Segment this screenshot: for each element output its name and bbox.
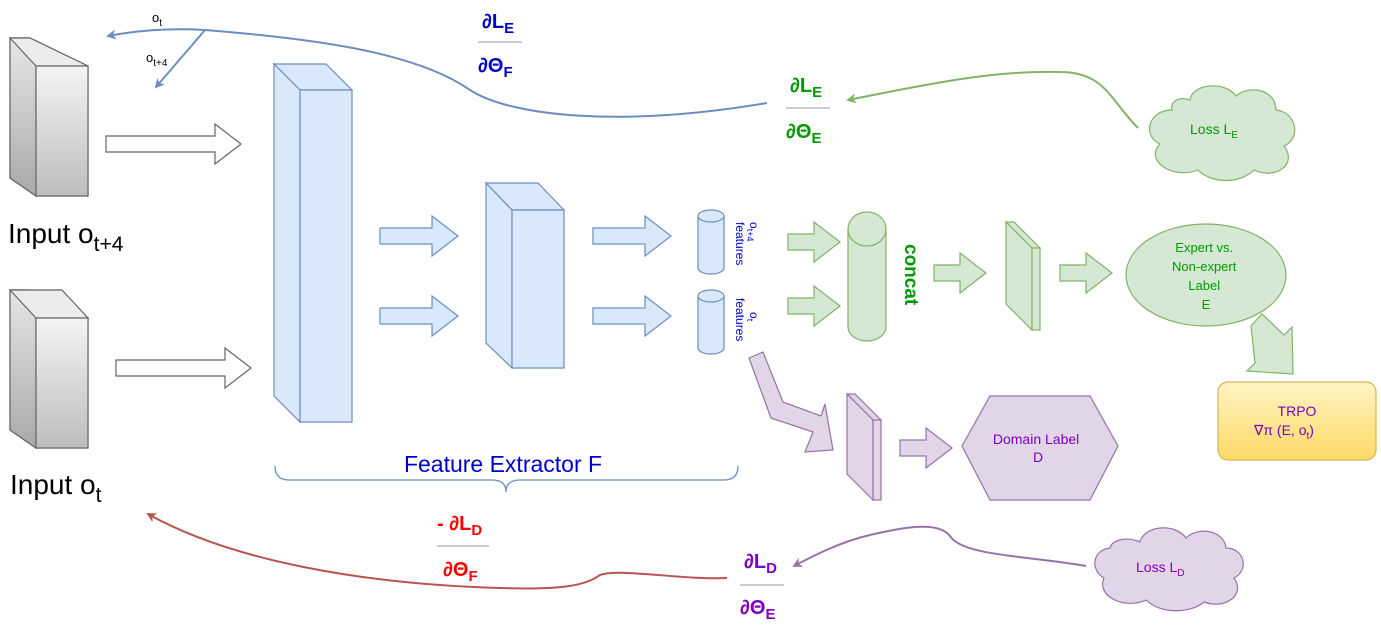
fe-arrow-1-top bbox=[379, 214, 459, 258]
bottom-red-denominator: ∂ΘF bbox=[443, 559, 478, 585]
green-arrow-to-expert bbox=[1059, 251, 1113, 295]
concat-cylinder bbox=[847, 211, 887, 342]
concat-label: concat bbox=[900, 244, 921, 306]
top-blue-branch bbox=[154, 29, 206, 89]
bottom-red-gradient-curve bbox=[146, 513, 728, 590]
feature-cylinder-t4 bbox=[697, 209, 725, 275]
fe-arrow-2-bottom bbox=[592, 294, 672, 338]
input-bottom-label: Input ot bbox=[10, 469, 102, 507]
arrow-ot4-label: ot+4 bbox=[146, 50, 168, 69]
fe-arrow-1-bottom bbox=[379, 294, 459, 338]
feature-extractor-block-1 bbox=[272, 62, 354, 424]
green-arrow-to-trpo bbox=[1245, 313, 1294, 375]
bottom-red-numerator: - ∂LD bbox=[437, 513, 482, 539]
fe-arrow-2-top bbox=[592, 214, 672, 258]
top-green-denominator: ∂ΘE bbox=[786, 121, 821, 147]
loss-e-cloud bbox=[1149, 85, 1296, 181]
input-cube-bottom bbox=[8, 289, 90, 450]
input-bottom-arrow bbox=[115, 346, 252, 390]
arrow-ot-label: ot bbox=[152, 10, 162, 29]
green-layer-prism bbox=[1004, 220, 1042, 332]
domain-label-text: Domain Label D bbox=[993, 431, 1083, 465]
feature-extractor-brace bbox=[274, 465, 739, 493]
top-blue-denominator: ∂ΘF bbox=[478, 55, 513, 81]
feature-extractor-label: Feature Extractor F bbox=[404, 451, 602, 477]
green-arrow-feat-t bbox=[787, 284, 841, 328]
domain-label-node bbox=[961, 395, 1119, 501]
green-arrow-concat bbox=[933, 251, 987, 295]
feature-t4-label: ot+4 features bbox=[733, 222, 761, 265]
bottom-purple-denominator: ∂ΘE bbox=[740, 597, 775, 623]
feature-cylinder-t bbox=[697, 289, 725, 355]
loss-d-text: Loss LD bbox=[1136, 559, 1184, 579]
feature-t-label: ot features bbox=[733, 298, 761, 341]
bottom-purple-numerator: ∂LD bbox=[744, 551, 777, 577]
purple-arrow-to-domain bbox=[748, 351, 834, 453]
top-green-gradient-curve bbox=[846, 70, 1139, 129]
input-top-arrow bbox=[105, 122, 242, 166]
trpo-formula: ∇π (E, ot) bbox=[1253, 422, 1314, 442]
bottom-purple-gradient-curve bbox=[792, 525, 1087, 567]
feature-extractor-block-2 bbox=[484, 181, 566, 370]
trpo-text: TRPO bbox=[1278, 403, 1317, 419]
expert-label-text: Expert vs. Non-expert Label E bbox=[1172, 240, 1240, 312]
loss-d-cloud bbox=[1094, 527, 1244, 612]
top-green-numerator: ∂LE bbox=[790, 75, 822, 101]
top-blue-gradient-curve bbox=[106, 28, 768, 118]
input-top-label: Input ot+4 bbox=[8, 218, 124, 256]
top-blue-numerator: ∂LE bbox=[482, 11, 514, 37]
loss-e-text: Loss LE bbox=[1190, 121, 1238, 141]
trpo-node bbox=[1217, 381, 1377, 461]
green-arrow-feat-t4 bbox=[787, 220, 841, 264]
purple-layer-prism bbox=[845, 392, 883, 502]
input-cube-top bbox=[8, 37, 89, 198]
expert-label-node bbox=[1125, 223, 1287, 327]
purple-arrow-to-domain-label bbox=[899, 426, 953, 470]
